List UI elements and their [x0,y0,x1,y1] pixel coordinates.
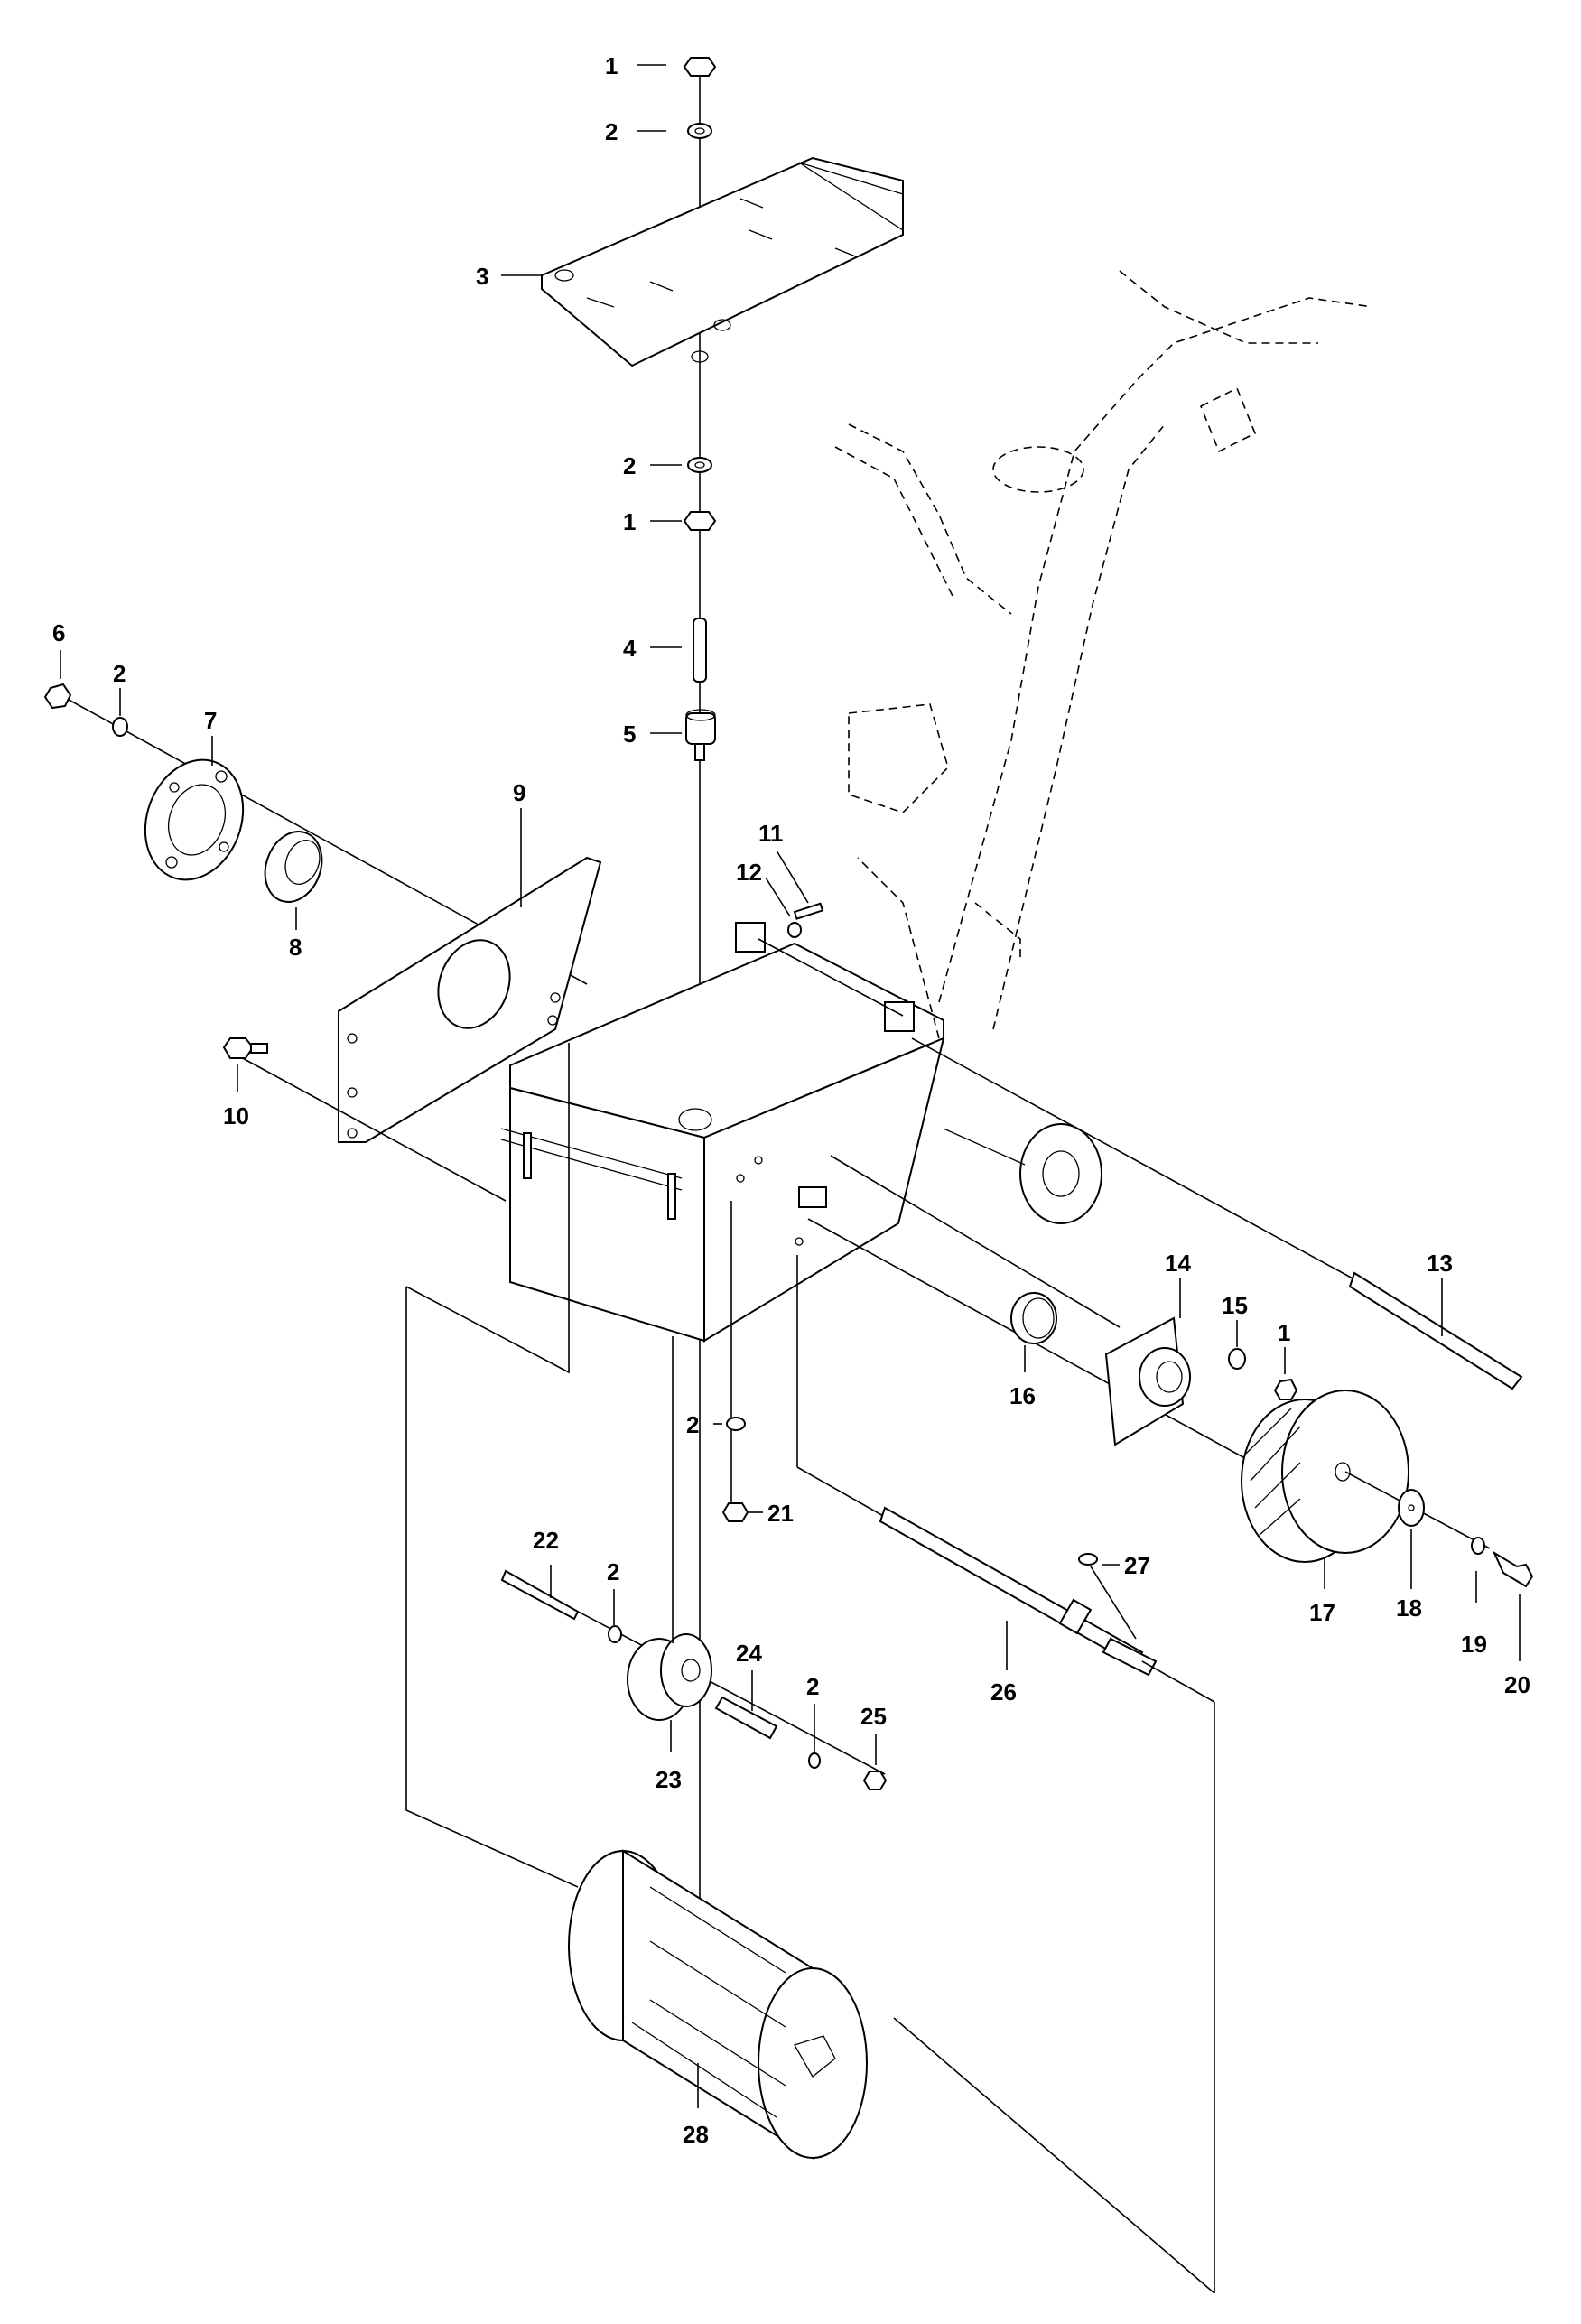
callout-label: 7 [204,707,217,734]
callout-label: 26 [990,1678,1017,1706]
pulley-wheel-part[interactable] [1241,1390,1409,1563]
callout-label: 2 [607,1558,619,1585]
washer-part[interactable] [726,1417,746,1431]
callout-label: 2 [605,118,618,145]
washer-part[interactable] [808,1752,821,1769]
washer-part[interactable] [1398,1489,1425,1527]
callout-label: 19 [1461,1631,1487,1658]
callout-label: 14 [1165,1250,1191,1277]
ball-bearing-part[interactable] [256,823,331,910]
drum-part[interactable] [568,1849,868,2160]
callout-label: 17 [1309,1599,1335,1626]
shaft-part[interactable] [879,1506,1158,1677]
callout-label: 9 [513,779,525,806]
frame-box-part[interactable] [500,942,945,1343]
washer-part[interactable] [687,457,712,473]
axle-part[interactable] [1348,1271,1523,1390]
callout-label: 18 [1396,1594,1422,1622]
callout-label: 13 [1427,1250,1453,1277]
callout-label: 1 [1278,1319,1290,1346]
callout-label: 2 [686,1411,699,1438]
washer-part[interactable] [608,1625,622,1643]
callout-label: 1 [605,52,618,79]
rubber-mount-part[interactable] [685,709,716,761]
callout-label: 28 [683,2121,709,2148]
callout-label: 4 [623,635,637,662]
callout-label: 22 [533,1527,559,1554]
wheel-part[interactable] [943,1123,1102,1224]
sleeve-part[interactable] [714,1696,778,1740]
screw-part[interactable] [222,1037,268,1059]
callout-label: 5 [623,720,636,748]
washer-part[interactable] [112,717,128,737]
flange-bearing-part[interactable] [1104,1316,1191,1446]
callout-label: 20 [1504,1671,1530,1698]
callout-label: 25 [860,1703,887,1730]
callout-label: 21 [767,1500,794,1527]
callout-label: 8 [289,934,302,961]
callout-label: 2 [113,660,126,687]
side-plate-part[interactable] [338,856,602,1143]
washer-part[interactable] [787,922,802,938]
stud-part[interactable] [693,618,707,683]
nut-part[interactable] [683,511,717,531]
nut-part[interactable] [1273,1378,1298,1400]
spacer-ring-part[interactable] [1010,1292,1057,1344]
key-part[interactable] [1078,1553,1098,1566]
callout-label: 15 [1222,1292,1248,1319]
washer-part[interactable] [687,123,712,139]
flange-bearing-housing-part[interactable] [129,746,259,893]
mounting-plate-part[interactable] [541,156,904,367]
callout-label: 11 [758,820,784,847]
callout-label: 27 [1124,1552,1150,1579]
callout-label: 2 [623,452,636,479]
callout-label: 16 [1009,1382,1036,1409]
callout-label: 6 [52,619,65,646]
lock-washer-part[interactable] [1471,1537,1485,1555]
nut-part[interactable] [43,683,72,710]
bracket-part[interactable] [735,922,915,1032]
callout-label: 12 [736,859,762,886]
callout-label: 1 [623,508,636,535]
callout-label: 24 [736,1640,762,1667]
screw-part[interactable] [793,902,824,920]
handle-assembly-reference [834,270,1373,1039]
roller-part[interactable] [627,1633,712,1721]
nut-part[interactable] [721,1502,749,1522]
callout-label: 23 [656,1766,682,1793]
callout-label: 10 [223,1102,249,1129]
nut-part[interactable] [862,1771,888,1790]
bolt-part[interactable] [500,1569,580,1621]
callout-label: 3 [476,263,488,290]
callout-label: 2 [806,1673,819,1700]
washer-part[interactable] [1228,1348,1246,1370]
screw-part[interactable] [1492,1550,1534,1588]
nut-part[interactable] [683,57,717,77]
